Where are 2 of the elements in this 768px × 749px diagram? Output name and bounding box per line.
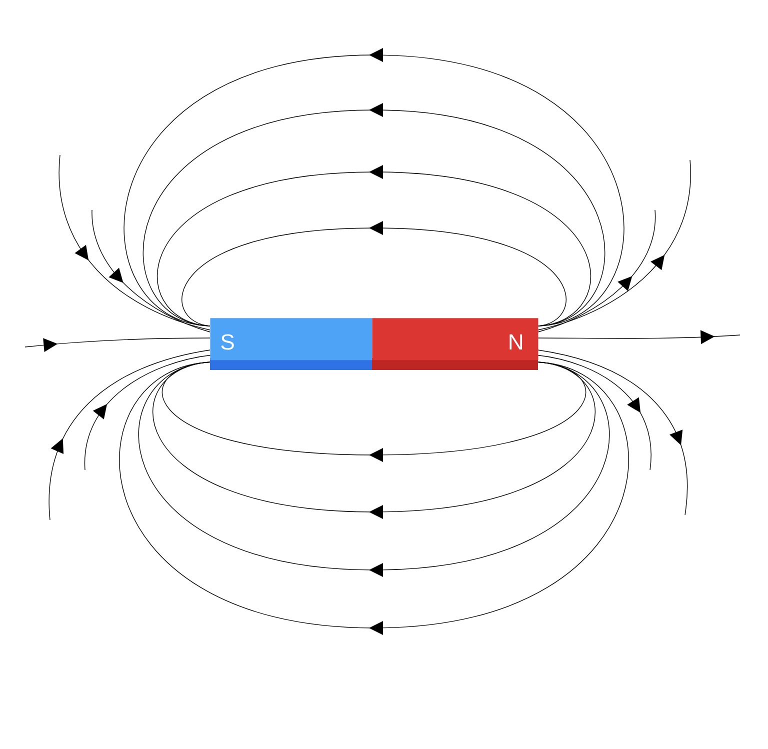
magnet-pole: N (372, 318, 538, 370)
magnet-pole: S (210, 318, 372, 370)
